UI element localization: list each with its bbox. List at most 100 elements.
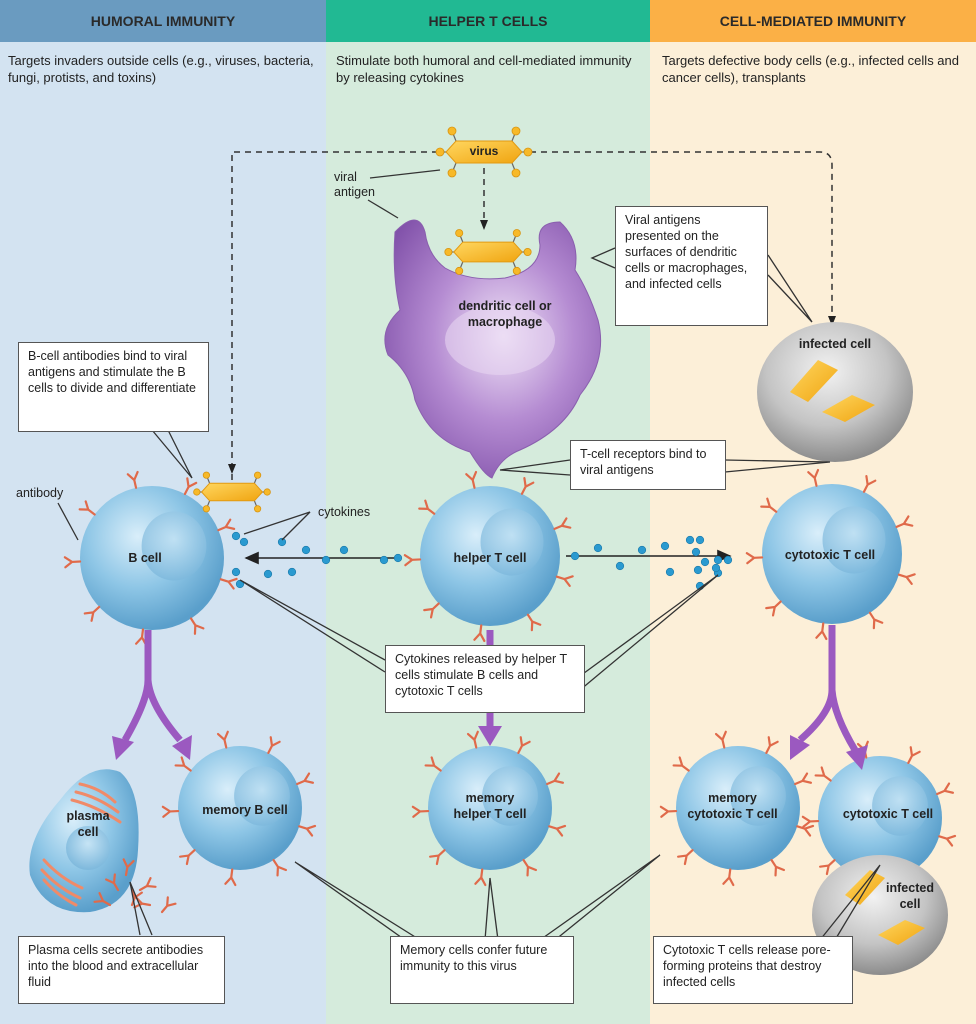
antibody-icon <box>770 859 786 877</box>
antibody-icon <box>765 736 779 754</box>
antibody-icon <box>423 602 440 619</box>
dendritic-cell <box>384 219 602 479</box>
antibody-icon <box>807 468 820 487</box>
antibody-icon <box>403 554 422 567</box>
cytokine-dot <box>301 545 311 555</box>
antibody-icon <box>794 772 813 786</box>
cytokine-dot <box>287 567 297 577</box>
secreted-antibodies <box>93 858 177 914</box>
antibody-icon <box>548 824 567 837</box>
antibody-icon <box>897 573 916 585</box>
callout-pointers <box>129 247 881 941</box>
cytokine-dot <box>693 565 703 575</box>
arrowhead-down <box>480 220 488 230</box>
viral-antigen-dot <box>202 505 210 513</box>
cytokine-dot <box>660 541 670 551</box>
antibody-icon <box>862 475 877 493</box>
antibody-icon <box>760 497 778 513</box>
antibody-icon <box>105 873 120 892</box>
helper-t-cell-label: helper T cell <box>453 551 527 565</box>
cytotoxic-t-cell <box>745 468 916 641</box>
antibody-icon <box>765 600 782 617</box>
antibody-icon <box>938 834 957 847</box>
antibody-icon <box>520 477 535 495</box>
antibody-icon <box>219 577 238 590</box>
cytotoxic-t-cell-label: cytotoxic T cell <box>784 548 876 562</box>
dashed-path-right <box>530 151 833 322</box>
cytokine-dot <box>713 555 723 565</box>
antibody-icon <box>298 824 317 837</box>
cytokine-dot <box>263 569 273 579</box>
antibody-icon <box>714 730 727 749</box>
cytokine-dot <box>665 567 675 577</box>
viral-antigen-dot <box>435 147 445 157</box>
virus-in-dendritic-icon <box>444 229 532 275</box>
antibody-icon <box>267 736 281 754</box>
memory-helper-t-cell-label: memory helper T cell <box>453 791 527 821</box>
infected-cell <box>757 322 913 462</box>
memory-helper-t-cell <box>411 730 567 887</box>
antibody-icon <box>473 624 486 643</box>
antibody-icon <box>553 517 572 530</box>
cytokine-dot <box>593 543 603 553</box>
viral-antigen-dot <box>254 505 262 513</box>
cytokine-dots <box>231 531 733 591</box>
cytokine-dot <box>695 535 705 545</box>
antibody-icon <box>126 470 139 489</box>
callout-plasma-cells-secrete: Plasma cells secrete antibodies into the… <box>18 936 225 1004</box>
callout-cytotoxic-release: Cytotoxic T cells release pore-forming p… <box>653 936 853 1004</box>
cytokine-dot <box>321 555 331 565</box>
viral-antigen-dot <box>511 168 521 178</box>
label-pointers <box>57 169 441 541</box>
viral-antigen-dot <box>263 488 271 496</box>
viral-antigen-dot <box>447 168 457 178</box>
cytokine-dot <box>239 537 249 547</box>
antibody-icon <box>936 782 955 796</box>
antibody-icon <box>672 756 690 772</box>
antibody-icon <box>272 859 288 877</box>
antibody-icon <box>138 877 157 892</box>
antibody-icon <box>424 756 442 772</box>
antibody-icon <box>179 849 196 866</box>
cytokine-dot <box>570 551 580 561</box>
antibody-label: antibody <box>16 486 64 500</box>
cytotoxic-t-cell-bottom <box>801 740 957 897</box>
antibody-icon <box>895 515 914 528</box>
humoral-header: HUMORAL IMMUNITY <box>0 0 326 42</box>
b-cell-label: B cell <box>128 551 162 565</box>
callout-t-cell-receptors: T-cell receptors bind to viral antigens <box>570 440 726 490</box>
helper-t-cell <box>403 470 574 643</box>
viral-antigen-dot <box>523 147 533 157</box>
cell-mediated-description: Targets defective body cells (e.g., infe… <box>662 53 959 85</box>
viral-antigen-dot <box>202 471 210 479</box>
antibody-icon <box>189 617 205 635</box>
antibody-icon <box>411 805 430 818</box>
memory-cytotoxic-t-cell-label: memory cytotoxic T cell <box>687 791 778 821</box>
antibody-icon <box>801 815 820 828</box>
antibody-icon <box>429 849 446 866</box>
cytokine-dot <box>277 537 287 547</box>
cytokine-dot <box>685 535 695 545</box>
antibody-icon <box>78 500 96 516</box>
humoral-description: Targets invaders outside cells (e.g., vi… <box>8 53 314 85</box>
antibody-icon <box>907 746 921 764</box>
memory-cytotoxic-t-cell <box>659 730 815 887</box>
cytokine-dot <box>379 555 389 565</box>
callout-b-cell-antibodies: B-cell antibodies bind to viral antigens… <box>18 342 209 432</box>
antibody-icon <box>216 730 229 749</box>
cytokine-dot <box>339 545 349 555</box>
antibody-icon <box>296 772 315 786</box>
viral-antigen-dot <box>512 229 521 238</box>
antibody-icon <box>217 518 236 532</box>
viral-antigen-label: viral antigen <box>334 170 376 199</box>
cytokine-dot <box>393 553 403 563</box>
cell-mediated-header: CELL-MEDIATED IMMUNITY <box>650 0 976 42</box>
callout-viral-antigens-presented: Viral antigens presented on the surfaces… <box>615 206 768 326</box>
b-cell <box>63 470 238 647</box>
cytokine-dot <box>723 555 733 565</box>
plasma-cell <box>29 769 139 913</box>
viral-antigen-dot <box>455 229 464 238</box>
dashed-path-left <box>231 151 440 480</box>
virus-near-b-cell-icon <box>193 471 271 513</box>
